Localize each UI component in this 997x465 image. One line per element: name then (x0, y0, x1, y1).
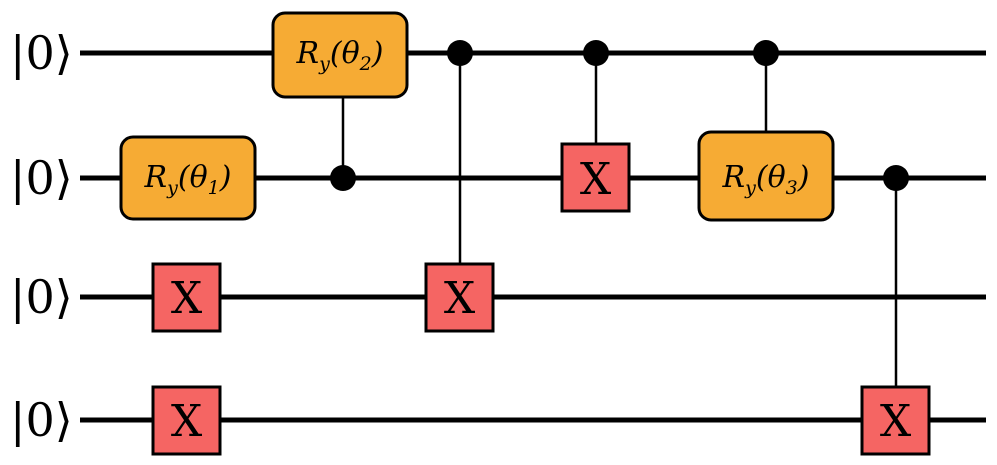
svg-text:X: X (171, 396, 203, 447)
gate-cx-0-2: X (424, 262, 495, 333)
gate-cx-1-3: X (860, 385, 931, 456)
gate-cry2: Ry(θ2) (271, 11, 409, 99)
svg-text:Ry(θ2): Ry(θ2) (296, 36, 384, 75)
wires (80, 50, 986, 423)
svg-text:X: X (880, 396, 912, 447)
gate-x-q3-a: X (151, 385, 222, 456)
control-dot-cx-0-1 (583, 40, 609, 66)
control-lines (341, 53, 898, 388)
qubit-labels: |0⟩ |0⟩ |0⟩ |0⟩ (10, 26, 73, 447)
qubit-1-label: |0⟩ (10, 151, 73, 205)
svg-text:X: X (171, 273, 203, 324)
gate-cx-0-1: X (560, 142, 631, 213)
gate-x-q2-a: X (151, 262, 222, 333)
qubit-3-label: |0⟩ (10, 393, 73, 447)
gate-cry3: Ry(θ3) (697, 130, 835, 222)
control-dot-cx-1-3 (883, 165, 909, 191)
control-dot-cx-0-2 (447, 40, 473, 66)
gate-ry1: Ry(θ1) (119, 135, 257, 221)
svg-text:X: X (580, 154, 612, 205)
svg-text:Ry(θ1): Ry(θ1) (144, 160, 232, 199)
svg-text:X: X (444, 273, 476, 324)
control-dot-cry3 (753, 40, 779, 66)
svg-text:Ry(θ3): Ry(θ3) (722, 160, 810, 199)
qubit-2-label: |0⟩ (10, 270, 73, 324)
control-dots (330, 40, 909, 191)
control-dot-cry2 (330, 165, 356, 191)
qubit-0-label: |0⟩ (10, 26, 73, 80)
